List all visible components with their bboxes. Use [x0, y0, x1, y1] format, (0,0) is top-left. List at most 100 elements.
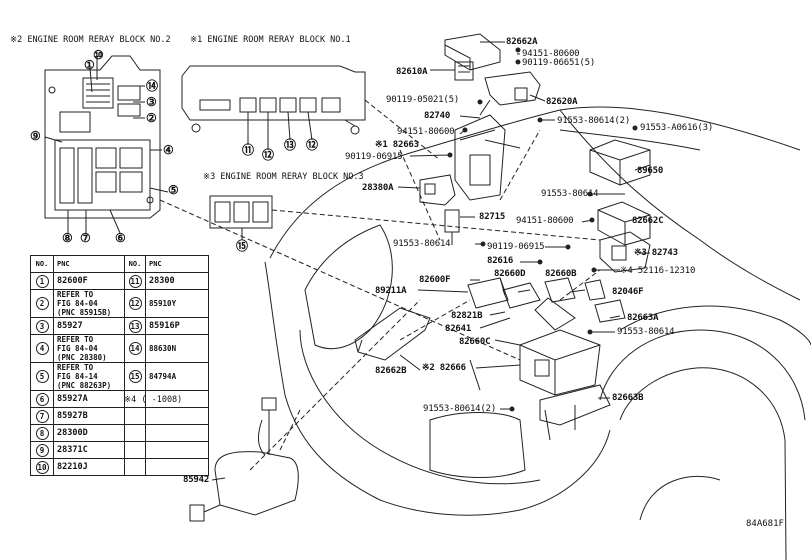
- callout-9: ⑨: [30, 129, 41, 143]
- part-90119-06651: 90119-06651(5): [522, 58, 596, 68]
- callout-12b: ⑫: [306, 138, 318, 152]
- box-82666-drawing: [519, 329, 601, 396]
- block-82660-drawing: [502, 277, 576, 331]
- callout-2: ②: [146, 111, 157, 125]
- pnc-cell-no2: 15: [124, 362, 146, 391]
- part-82641: 82641: [445, 324, 472, 334]
- row-number-circle: 6: [35, 392, 49, 406]
- pnc-cell-no2: 13: [124, 317, 146, 335]
- bracket-82663a-drawing: [594, 299, 626, 323]
- pnc-cell-pnc: 82600F: [53, 272, 125, 290]
- part-82663: ※1 82663: [375, 140, 419, 150]
- part-82715: 82715: [479, 212, 506, 222]
- block-28380a-drawing: [419, 174, 456, 206]
- row-number-circle: 1: [35, 274, 49, 288]
- pnc-cell-no: 10: [30, 458, 54, 476]
- part-91553-a0616: 91553-A0616(3): [640, 123, 714, 133]
- pnc-cell-pnc: 85927B: [53, 407, 125, 425]
- pnc-cell-pnc: REFER TO FIG 84-04 (PNC 28380): [53, 334, 125, 363]
- part-85942: 85942: [183, 475, 210, 485]
- part-91553-80614-b: 91553-80614: [393, 239, 451, 249]
- pnc-cell-pnc: REFER TO FIG 84-04 (PNC 85915B): [53, 289, 125, 318]
- row-number-circle: 15: [128, 370, 142, 383]
- pnc-header-cell: NO.: [124, 255, 146, 273]
- callout-7: ⑦: [80, 231, 91, 245]
- part-82616: 82616: [487, 256, 514, 266]
- pnc-cell-pnc2: 84794A: [145, 362, 209, 391]
- pnc-cell-pnc2: 28300: [145, 272, 209, 290]
- block2-leaders: [44, 57, 169, 234]
- pnc-cell-pnc2: 88630N: [145, 334, 209, 363]
- pnc-cell-no2: [124, 458, 146, 476]
- part-91553-80614-2a: 91553-80614(2): [557, 116, 631, 126]
- part-91553-80614-2b: 91553-80614(2): [423, 404, 497, 414]
- part-82046f: 82046F: [612, 287, 644, 297]
- part-82663b: 82663B: [612, 393, 644, 403]
- pnc-cell-no2: 14: [124, 334, 146, 363]
- callout-10: ⑩: [93, 48, 104, 62]
- row-number-circle: 7: [35, 409, 49, 423]
- ecu-89211a-drawing: [467, 277, 509, 309]
- pnc-cell-pnc: REFER TO FIG 84-14 (PNC 88263P): [53, 362, 125, 391]
- pnc-cell-no2: 11: [124, 272, 146, 290]
- pnc-cell-pnc2: [145, 424, 209, 442]
- part-94151-80600-a: 94151-80600: [522, 49, 580, 59]
- block2-title: ※2 ENGINE ROOM RERAY BLOCK NO.2: [10, 35, 171, 45]
- pnc-cell-pnc: 85927: [53, 317, 125, 335]
- part-94151-80600-c: 94151-80600: [516, 216, 574, 226]
- washer-tank-drawing: [189, 397, 299, 522]
- part-91553-80614-c: 91553-80614: [617, 327, 675, 337]
- bracket-82046f-drawing: [584, 279, 606, 301]
- row-number-circle: 9: [35, 443, 49, 457]
- part-82662a: 82662A: [506, 37, 538, 47]
- pnc-cell-no: 2: [30, 289, 54, 318]
- part-82662c: 82662C: [632, 216, 664, 226]
- pnc-cell-pnc: 28371C: [53, 441, 125, 459]
- connector-82610a-drawing: [454, 61, 474, 81]
- pnc-cell-no: 9: [30, 441, 54, 459]
- part-89211a: 89211A: [375, 286, 407, 296]
- block3-title: ※3 ENGINE ROOM RERAY BLOCK NO.3: [203, 172, 364, 182]
- unit-89650-drawing: [589, 139, 651, 186]
- part-89650: 89650: [637, 166, 664, 176]
- table-row: 7 85927B: [30, 407, 209, 425]
- callout-13: ⑬: [284, 138, 296, 152]
- part-82740: 82740: [424, 111, 451, 121]
- pnc-cell-no2: [124, 441, 146, 459]
- callout-8: ⑧: [62, 231, 73, 245]
- label-leaders: [211, 41, 651, 481]
- pnc-cell-no2: [124, 407, 146, 425]
- pnc-cell-pnc2: [145, 407, 209, 425]
- pnc-cell-pnc2: 85916P: [145, 317, 209, 335]
- callout-5: ⑤: [168, 183, 179, 197]
- part-82620a: 82620A: [546, 97, 578, 107]
- pnc-cell-no: 4: [30, 334, 54, 363]
- block-82743-drawing: [599, 231, 651, 273]
- cover-82662b-drawing: [354, 307, 431, 361]
- row-number-circle: 13: [128, 319, 142, 333]
- pnc-cell-no2: [124, 424, 146, 442]
- doc-id: 84A681F: [746, 519, 784, 529]
- pnc-header-cell: PNC: [145, 255, 209, 273]
- part-52116-12310: ※4 52116-12310: [620, 266, 696, 276]
- part-90119-06915-b: 90119-06915: [487, 242, 545, 252]
- bracket-82663b-drawing: [539, 384, 611, 441]
- row-number-circle: 3: [35, 319, 49, 333]
- bracket-82620a-drawing: [484, 71, 541, 106]
- callout-3: ③: [146, 95, 157, 109]
- block-82663-drawing: [454, 99, 506, 201]
- note-4: ※4 ( -1008): [124, 395, 183, 405]
- pnc-cell-no: 7: [30, 407, 54, 425]
- callout-15: ⑮: [236, 239, 248, 253]
- pnc-cell-no: 8: [30, 424, 54, 442]
- row-number-circle: 10: [35, 460, 49, 474]
